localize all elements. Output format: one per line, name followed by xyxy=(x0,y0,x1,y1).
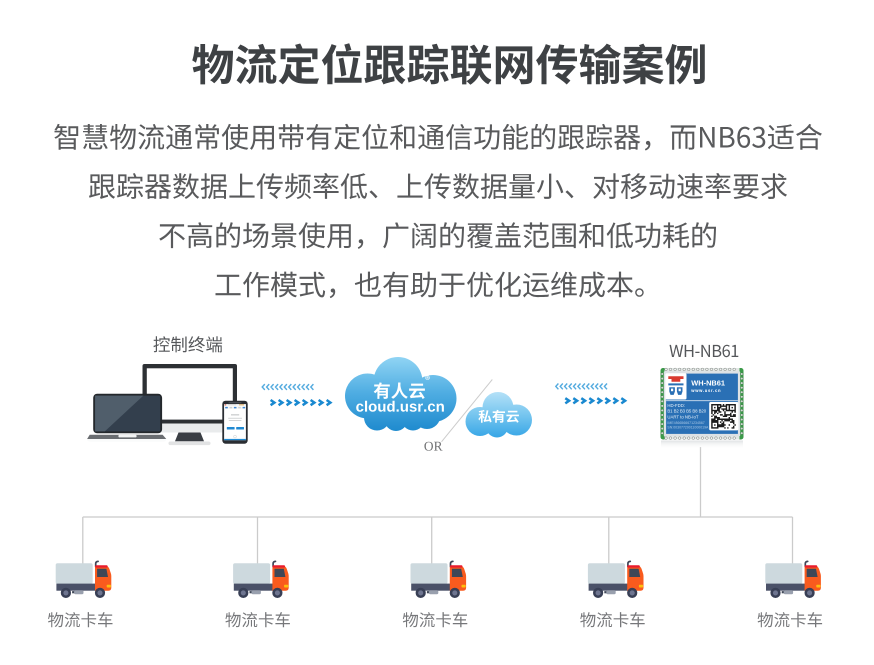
svg-text:www.usr.cn: www.usr.cn xyxy=(690,388,721,393)
svg-text:SN:00307720011000019A: SN:00307720011000019A xyxy=(667,425,709,429)
svg-text:IMEI:866566671234567: IMEI:866566671234567 xyxy=(667,421,704,425)
svg-text:HD-FDD:: HD-FDD: xyxy=(667,403,685,408)
svg-text:WH-NB61: WH-NB61 xyxy=(691,378,725,387)
svg-text:B1 B2 B3 B5 B8 B20: B1 B2 B3 B5 B8 B20 xyxy=(667,409,706,414)
svg-text:UART to NB-IoT: UART to NB-IoT xyxy=(667,414,698,419)
